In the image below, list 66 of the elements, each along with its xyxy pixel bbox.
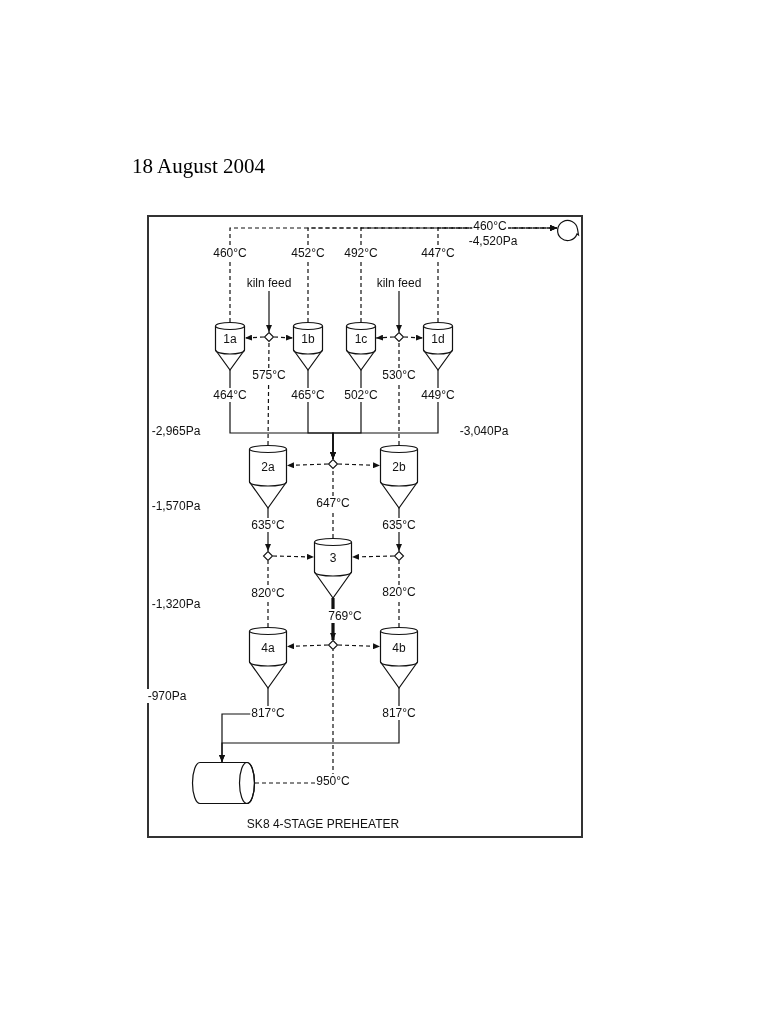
temperature-label: 950°C: [315, 774, 351, 788]
cyclone-label: 1b: [301, 332, 315, 346]
splitter-diamond: [263, 551, 273, 561]
temperature-label: 502°C: [343, 388, 379, 402]
temperature-label: 647°C: [315, 496, 351, 510]
temperature-label: 449°C: [420, 388, 456, 402]
temperature-label: 465°C: [290, 388, 326, 402]
cyclone-label: 4b: [392, 640, 406, 655]
cyclone-label: 1a: [223, 332, 237, 346]
temperature-label: 447°C: [420, 246, 456, 260]
temperature-label: 820°C: [381, 585, 417, 599]
temperature-label: 635°C: [381, 518, 417, 532]
kiln-cylinder: [192, 762, 255, 804]
material-flow-arrow: [396, 290, 402, 333]
material-flow-arrow: [219, 687, 400, 763]
pressure-label: -4,520Pa: [467, 234, 519, 248]
gas-flow-line: [286, 643, 329, 650]
cyclone-label: 2a: [261, 459, 275, 474]
gas-flow-line: [337, 462, 381, 469]
cyclone-label: 4a: [261, 640, 275, 655]
temperature-label: 530°C: [381, 368, 417, 382]
temperature-label: 820°C: [250, 586, 286, 600]
temperature-label: 492°C: [343, 246, 379, 260]
temperature-label: 464°C: [212, 388, 248, 402]
gas-flow-line: [267, 341, 270, 446]
gas-flow-line: [337, 643, 381, 650]
cyclone-label: 1d: [431, 332, 445, 346]
splitter-diamond: [394, 332, 404, 342]
splitter-diamond: [394, 551, 404, 561]
temperature-label: 452°C: [290, 246, 326, 260]
gas-flow-line: [403, 334, 424, 341]
gas-flow-line: [375, 334, 395, 341]
feed-label: kiln feed: [246, 276, 292, 290]
gas-flow-line: [254, 649, 334, 784]
cyclone-label: 3: [329, 551, 337, 565]
material-flow-arrow: [266, 290, 272, 333]
temperature-label: 460°C: [472, 219, 508, 233]
gas-flow-line: [398, 341, 400, 446]
temperature-label: 635°C: [250, 518, 286, 532]
gas-flow-line: [398, 560, 400, 628]
diagram-caption: SK8 4-STAGE PREHEATER: [246, 817, 400, 831]
gas-flow-line: [244, 334, 265, 341]
gas-flow-line: [332, 468, 334, 539]
pressure-label: -1,320Pa: [150, 597, 202, 611]
gas-flow-line: [286, 462, 329, 469]
feed-label: kiln feed: [376, 276, 422, 290]
gas-flow-line: [351, 553, 395, 560]
pressure-label: -970Pa: [146, 689, 188, 703]
pressure-label: -1,570Pa: [150, 499, 202, 513]
splitter-diamond: [264, 332, 274, 342]
cyclone-label: 2b: [392, 459, 406, 474]
temperature-label: 817°C: [381, 706, 417, 720]
gas-flow-line: [272, 553, 315, 560]
splitter-diamond: [328, 459, 338, 469]
temperature-label: 460°C: [212, 246, 248, 260]
pressure-label: -3,040Pa: [458, 424, 510, 438]
date-heading: 18 August 2004: [132, 154, 265, 179]
temperature-label: 575°C: [251, 368, 287, 382]
temperature-label: 817°C: [250, 706, 286, 720]
cyclone-label: 1c: [354, 332, 368, 346]
gas-flow-line: [267, 560, 269, 628]
splitter-diamond: [328, 640, 338, 650]
material-flow-arrow: [330, 369, 439, 460]
pressure-label: -2,965Pa: [150, 424, 202, 438]
temperature-label: 769°C: [327, 609, 363, 623]
gas-flow-line: [273, 334, 294, 341]
